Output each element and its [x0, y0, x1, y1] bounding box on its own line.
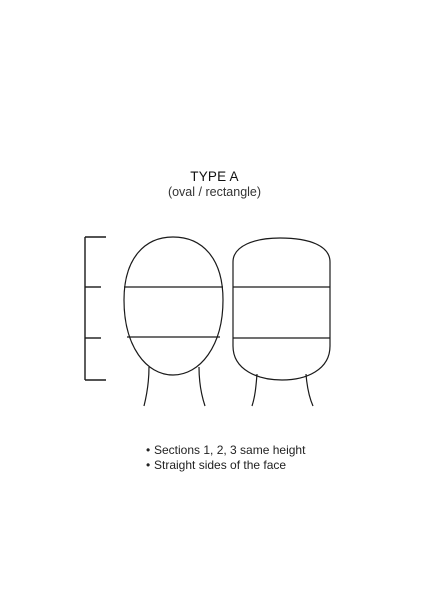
oval-head: [123, 236, 224, 407]
notes-list: •Sections 1, 2, 3 same height •Straight …: [146, 443, 305, 473]
note-text: Straight sides of the face: [154, 458, 287, 472]
list-item: •Sections 1, 2, 3 same height: [146, 443, 305, 458]
page-title: TYPE A: [190, 169, 239, 184]
note-text: Sections 1, 2, 3 same height: [154, 443, 306, 457]
oval-neck-left: [143, 366, 150, 407]
bullet-icon: •: [146, 443, 151, 457]
oval-head-outline: [123, 236, 224, 376]
bullet-icon: •: [146, 458, 151, 472]
rectangle-head-outline: [232, 237, 331, 381]
rectangle-neck-right: [305, 373, 314, 407]
oval-neck-right: [198, 366, 206, 407]
rectangle-head: [232, 237, 331, 407]
page-subtitle: (oval / rectangle): [167, 185, 262, 199]
list-item: •Straight sides of the face: [146, 458, 305, 473]
rectangle-neck-left: [251, 373, 258, 407]
height-scale-bracket: [84, 236, 106, 381]
